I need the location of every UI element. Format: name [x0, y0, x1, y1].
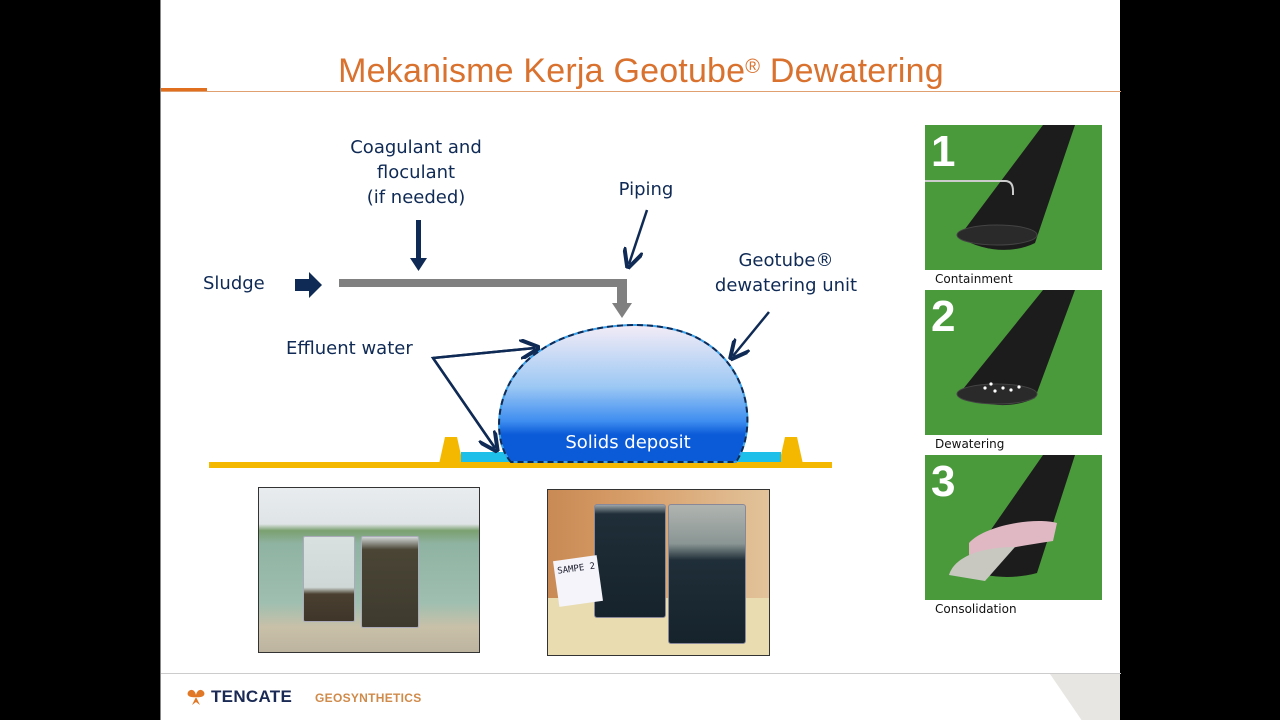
- step-caption: Consolidation: [935, 602, 1017, 616]
- ground-line: [209, 462, 832, 468]
- clear-beaker: [303, 536, 355, 622]
- pipe-horizontal: [339, 279, 627, 287]
- step-dewatering: 2 Dewatering: [925, 290, 1102, 451]
- step-image: 1: [925, 125, 1102, 270]
- geotube-illustration-icon: [949, 455, 1075, 581]
- footer-divider: [161, 673, 1121, 674]
- pipe-vertical: [617, 279, 627, 305]
- step-caption: Containment: [935, 272, 1013, 286]
- geotube-illustration-icon: [925, 125, 1075, 250]
- step-number: 1: [931, 127, 956, 176]
- beaker-left: [594, 504, 666, 618]
- sample-label-card: SAMPE 2: [553, 555, 603, 607]
- beaker-right: [668, 504, 746, 644]
- piping-label: Piping: [618, 179, 674, 200]
- footer-corner-shade: [1050, 674, 1120, 720]
- step-containment: 1 Containment: [925, 125, 1102, 286]
- sludge-beaker: [361, 536, 419, 628]
- coagulant-label: Coagulant and floculant (if needed): [350, 137, 482, 208]
- dewatering-diagram: [209, 209, 832, 468]
- geotube-unit-label: Geotube® dewatering unit: [714, 250, 858, 296]
- pipe-outlet-arrow: [612, 303, 632, 318]
- step-number: 2: [931, 292, 956, 341]
- tencate-logo-icon: [187, 689, 205, 705]
- solids-deposit-label: Solids deposit: [565, 432, 691, 453]
- sludge-arrow-icon: [295, 272, 322, 298]
- title-divider: [161, 91, 1121, 92]
- step-caption: Dewatering: [935, 437, 1005, 451]
- brand-name: TENCATE: [211, 687, 293, 706]
- step-image: 3: [925, 455, 1102, 600]
- step-consolidation: 3 Consolidation: [925, 455, 1102, 616]
- left-berm: [439, 437, 463, 464]
- photo-beakers-canal: [258, 487, 480, 653]
- geotube-pointer: [733, 311, 770, 356]
- division-name: GEOSYNTHETICS: [315, 691, 422, 705]
- step-number: 3: [931, 457, 956, 506]
- effluent-label: Effluent water: [286, 338, 413, 359]
- geotube-illustration-icon: [956, 290, 1075, 406]
- slide: Mekanisme Kerja Geotube® Dewatering: [160, 0, 1121, 720]
- piping-pointer: [629, 209, 649, 264]
- title-accent-bar: [161, 88, 207, 92]
- coagulant-arrow-icon: [410, 258, 427, 271]
- right-berm: [779, 437, 803, 464]
- step-image: 2: [925, 290, 1102, 435]
- tencate-logo: TENCATE: [185, 687, 292, 707]
- slide-title: Mekanisme Kerja Geotube® Dewatering: [338, 52, 944, 90]
- sludge-label: Sludge: [203, 273, 265, 294]
- photo-sample-beakers: SAMPE 2: [547, 489, 770, 656]
